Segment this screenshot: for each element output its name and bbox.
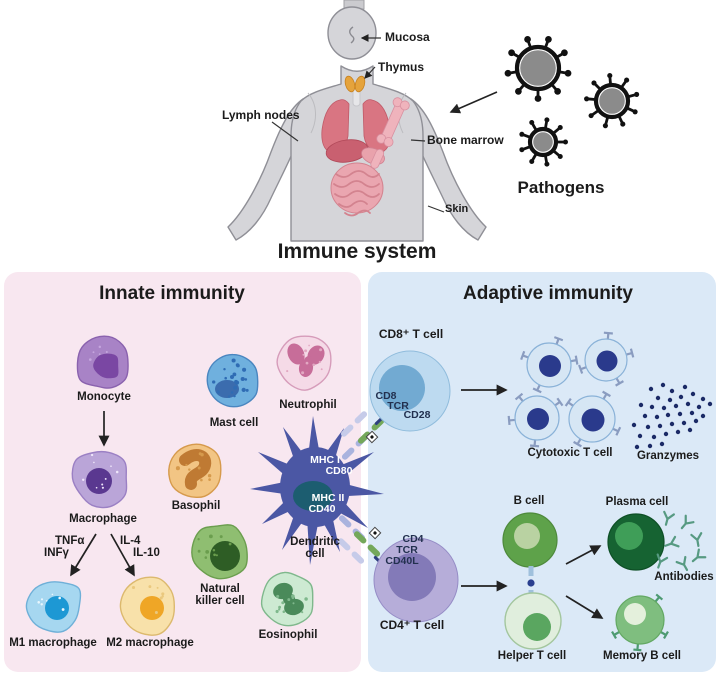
bone-marrow-organ (370, 97, 410, 169)
monocyte-cell (76, 335, 129, 389)
label-skin: Skin (445, 203, 469, 215)
label-mhc2: MHC II (311, 492, 345, 504)
cytotoxic-t-cell (520, 336, 579, 394)
antibody-icon (680, 514, 695, 530)
label-m1-macrophage: M1 macrophage (9, 637, 97, 649)
label-infg: INFγ (44, 547, 69, 559)
granzyme-dots (631, 382, 713, 450)
antibody-icon (675, 555, 689, 572)
label-lymph-nodes: Lymph nodes (222, 108, 300, 122)
antibody-icon (656, 553, 669, 569)
label-tcr-top: TCR (387, 400, 409, 412)
label-mucosa: Mucosa (385, 30, 430, 44)
memory-b-cell (611, 593, 669, 652)
label-pathogens: Pathogens (517, 178, 605, 197)
label-eosinophil: Eosinophil (258, 629, 318, 641)
cd8-t-cell (369, 350, 451, 432)
flow-arrows (70, 384, 604, 619)
head (327, 6, 377, 60)
cytotoxic-t-cell (578, 331, 635, 387)
pathogen-icon (584, 73, 640, 129)
receptor-pair (353, 531, 381, 557)
label-cd40: CD40 (308, 503, 336, 515)
label-cd40l: CD40L (385, 555, 419, 567)
pathogen-arrow (449, 91, 498, 114)
m1-macrophage-cell (25, 581, 82, 633)
label-il4: IL-4 (120, 535, 141, 547)
eosinophil-cell (260, 571, 314, 627)
label-memory-b-cell: Memory B cell (603, 650, 681, 662)
neutrophil-cell (276, 335, 332, 391)
label-dendritic-cell: Dendritic cell (290, 536, 340, 561)
label-pointers (271, 34, 445, 213)
caption-immune-system: Immune system (277, 240, 437, 263)
costim-dot (368, 526, 382, 540)
label-neutrophil: Neutrophil (279, 399, 337, 411)
label-cd80: CD80 (325, 465, 353, 477)
cd4-t-cell (373, 537, 459, 623)
antibody-icon (691, 548, 707, 563)
label-cd28: CD28 (403, 409, 431, 421)
label-cd4-t-cell: CD4⁺ T cell (379, 618, 445, 632)
adaptive-title: Adaptive immunity (463, 283, 633, 304)
label-cd8-t-cell: CD8⁺ T cell (378, 327, 444, 341)
plasma-cell (607, 513, 665, 571)
chest-line-left (307, 92, 316, 134)
pathogen-icon (504, 35, 572, 102)
label-cd8: CD8 (375, 390, 397, 402)
receptor-pair (337, 538, 365, 564)
helper-t-cell (504, 592, 562, 650)
thymus-organ (344, 75, 356, 93)
antibody-icons (656, 510, 707, 572)
antibody-icon (663, 510, 675, 526)
label-monocyte: Monocyte (77, 391, 131, 403)
label-tnfa: TNFα (55, 535, 85, 547)
label-mhc1: MHC I (310, 454, 340, 466)
cytotoxic-t-cell (507, 392, 564, 448)
label-tcr-bottom: TCR (396, 544, 418, 556)
label-basophil: Basophil (171, 500, 221, 512)
nk-cell (191, 524, 248, 580)
costim-dot (365, 430, 379, 444)
innate-title: Innate immunity (99, 283, 245, 304)
label-cd4: CD4 (402, 533, 424, 545)
label-il10: IL-10 (133, 547, 160, 559)
label-cytotoxic: Cytotoxic T cell (527, 447, 613, 459)
antibody-icon (664, 535, 680, 548)
face-profile (349, 26, 355, 44)
label-nk-cell: Natural killer cell (195, 583, 245, 608)
macrophage-cell (71, 450, 128, 509)
dendritic-cell (250, 416, 384, 565)
receptor-pair (357, 418, 385, 444)
organs (321, 75, 410, 217)
m2-macrophage-cell (119, 576, 176, 636)
label-m2-macrophage: M2 macrophage (106, 637, 194, 649)
cytotoxic-t-cell (564, 390, 622, 448)
label-b-cell: B cell (513, 495, 545, 507)
label-thymus: Thymus (378, 60, 425, 74)
b-cell (502, 512, 558, 568)
label-helper-t-cell: Helper T cell (497, 650, 567, 662)
receptor-pair (340, 411, 368, 437)
basophil-cell (168, 443, 222, 499)
label-granzymes: Granzymes (636, 450, 700, 462)
pathogen-icon (519, 117, 568, 167)
mast-cell (206, 353, 259, 408)
label-antibodies: Antibodies (654, 571, 714, 583)
label-bone-marrow: Bone marrow (427, 133, 504, 147)
label-macrophage: Macrophage (69, 513, 137, 525)
label-mast-cell: Mast cell (209, 417, 259, 429)
antibody-icon (690, 532, 703, 547)
label-plasma-cell: Plasma cell (605, 496, 669, 508)
